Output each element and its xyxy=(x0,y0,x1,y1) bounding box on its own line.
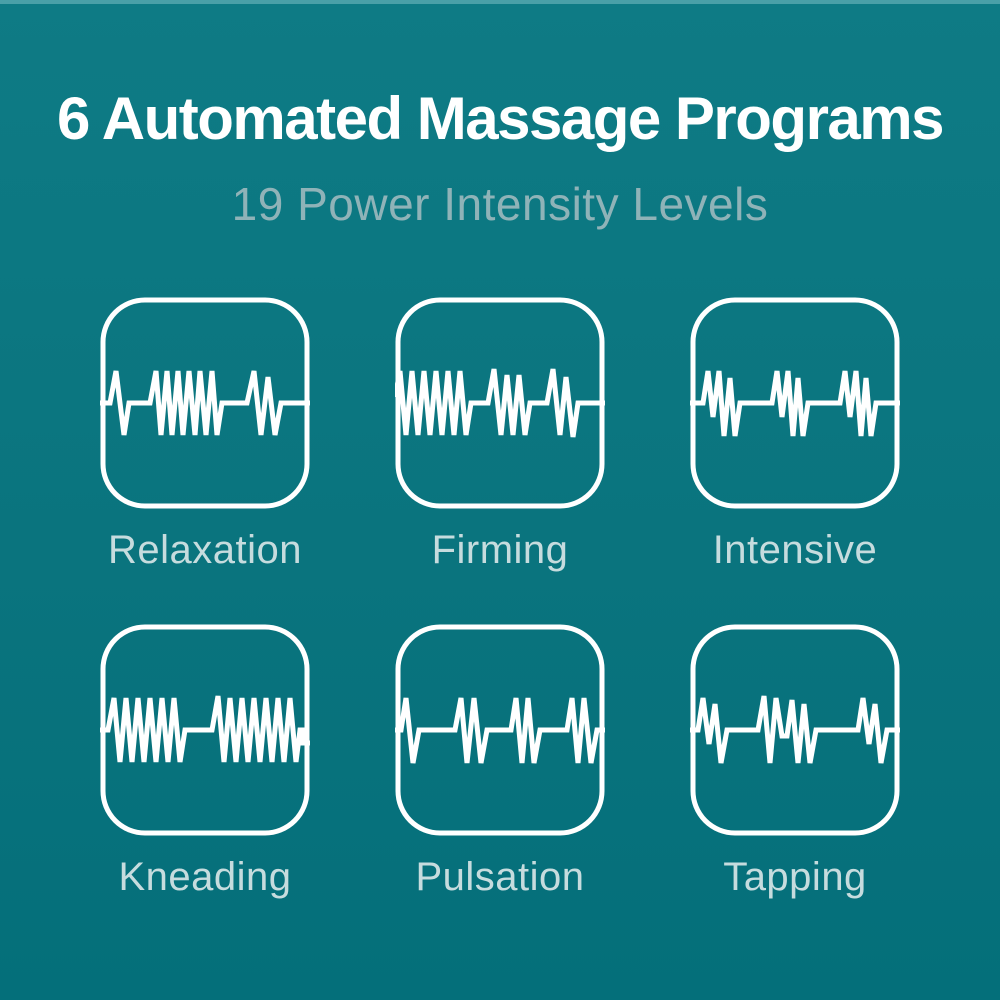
program-card-intensive: Intensive xyxy=(690,297,900,574)
relaxation-waveform-icon xyxy=(100,297,310,509)
program-grid: Relaxation Firming Intensive Kneading Pu… xyxy=(100,297,900,901)
firming-waveform-icon xyxy=(395,297,605,509)
program-card-tapping: Tapping xyxy=(690,624,900,901)
pulsation-waveform-icon xyxy=(395,624,605,836)
program-label: Kneading xyxy=(118,855,292,899)
program-card-firming: Firming xyxy=(395,297,605,574)
page-title: 6 Automated Massage Programs xyxy=(56,85,945,152)
program-label: Pulsation xyxy=(415,855,585,899)
program-card-kneading: Kneading xyxy=(100,624,310,901)
program-card-relaxation: Relaxation xyxy=(100,297,310,574)
program-label: Firming xyxy=(431,528,569,572)
kneading-waveform-icon xyxy=(100,624,310,836)
page-subtitle: 19 Power Intensity Levels xyxy=(231,178,769,230)
program-label: Relaxation xyxy=(107,528,302,572)
intensive-waveform-icon xyxy=(690,297,900,509)
program-label: Tapping xyxy=(723,855,867,899)
program-label: Intensive xyxy=(712,528,878,572)
top-strip xyxy=(0,0,1000,4)
program-card-pulsation: Pulsation xyxy=(395,624,605,901)
tapping-waveform-icon xyxy=(690,624,900,836)
